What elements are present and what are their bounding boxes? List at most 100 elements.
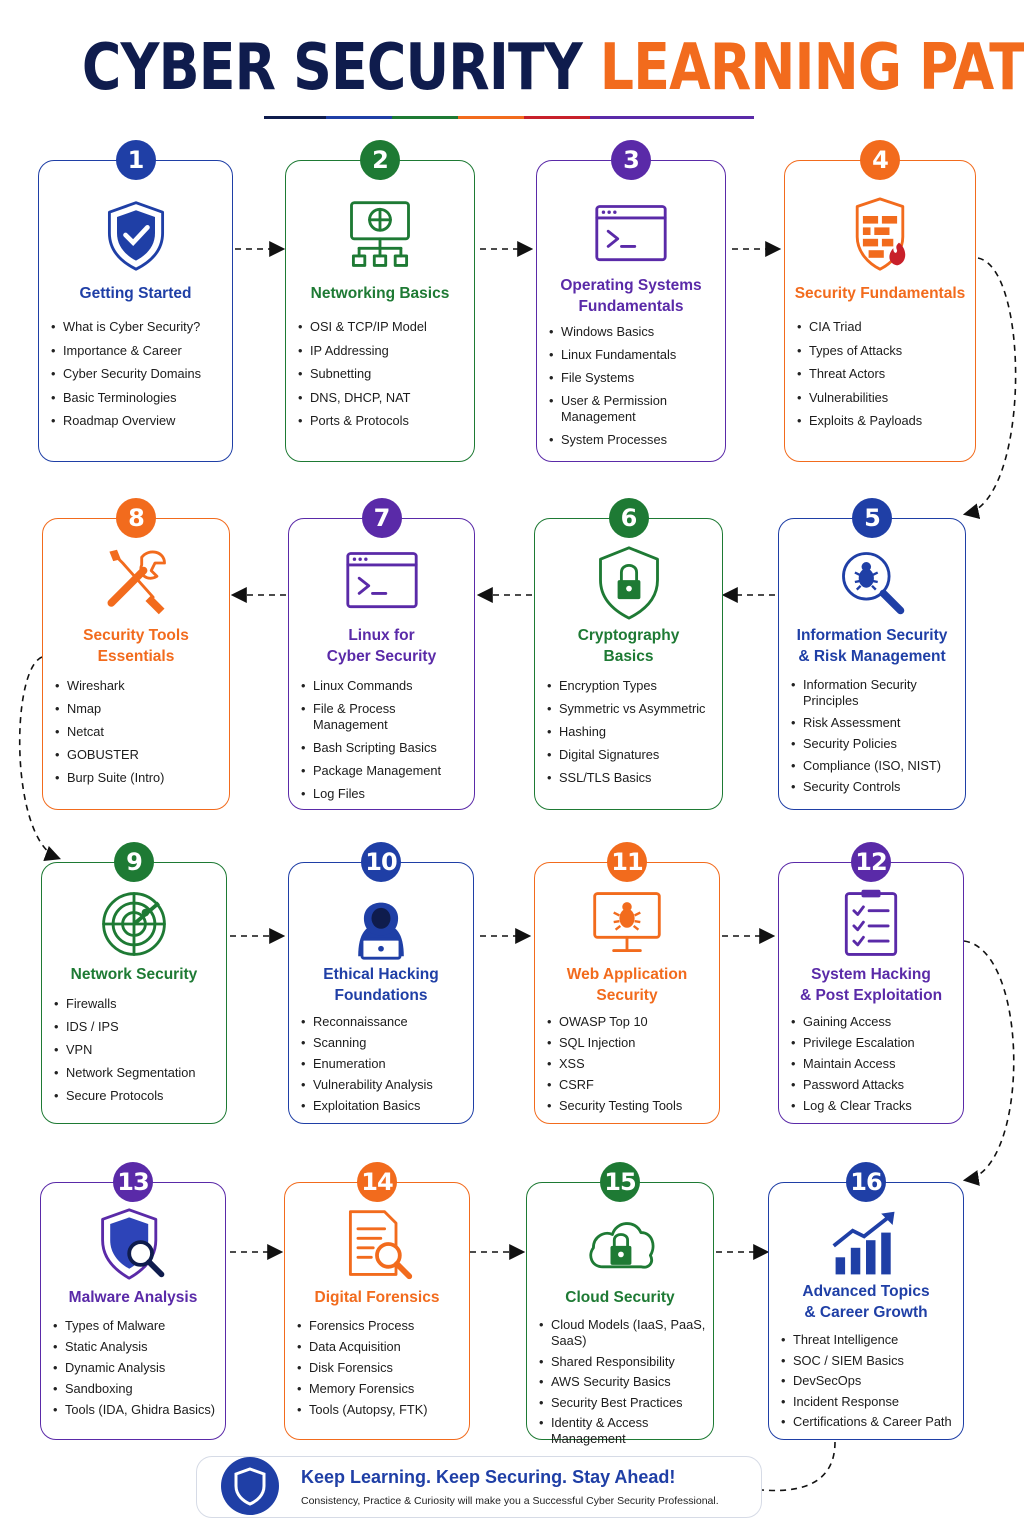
topic-item: Threat Actors	[797, 366, 969, 382]
topic-item: Threat Intelligence	[781, 1332, 957, 1348]
topic-list: Gaining AccessPrivilege EscalationMainta…	[791, 1014, 957, 1119]
footer-heading: Keep Learning. Keep Securing. Stay Ahead…	[301, 1467, 676, 1487]
step-title-line: & Post Exploitation	[799, 987, 943, 1004]
step-title-line: System Hacking	[811, 966, 931, 983]
network-globe-icon	[342, 197, 418, 278]
topic-item: Static Analysis	[53, 1339, 219, 1355]
topic-list: What is Cyber Security? Importance & Care…	[51, 319, 226, 437]
topic-list: Forensics ProcessData AcquisitionDisk Fo…	[297, 1318, 463, 1423]
step-title-line: Cryptography	[577, 627, 680, 644]
topic-item: Vulnerabilities	[797, 390, 969, 406]
page-title: CYBER SECURITY LEARNING PATH	[81, 28, 1024, 108]
step-card-13: Malware AnalysisTypes of MalwareStatic A…	[40, 1182, 226, 1440]
topic-item: Maintain Access	[791, 1056, 957, 1072]
step-badge-2: 2	[360, 140, 400, 180]
topic-item: Network Segmentation	[54, 1065, 220, 1081]
topic-item: Memory Forensics	[297, 1381, 463, 1397]
terminal-window-icon	[593, 197, 669, 278]
topic-item: Importance & Career	[51, 343, 226, 359]
topic-list: OWASP Top 10SQL InjectionXSSCSRFSecurity…	[547, 1014, 713, 1119]
topic-list: FirewallsIDS / IPSVPNNetwork Segmentatio…	[54, 996, 220, 1111]
step-badge-8: 8	[116, 498, 156, 538]
topic-item: Data Acquisition	[297, 1339, 463, 1355]
step-badge-12: 12	[851, 842, 891, 882]
topic-item: Basic Terminologies	[51, 390, 226, 406]
step-title: Advanced Topics & Career Growth	[769, 1281, 963, 1323]
step-card-12: System Hacking & Post ExploitationGaining…	[778, 862, 964, 1124]
step-card-14: Digital ForensicsForensics ProcessData A…	[284, 1182, 470, 1440]
topic-item: Types of Attacks	[797, 343, 969, 359]
step-badge-14: 14	[357, 1162, 397, 1202]
step-title: Information Security& Risk Management	[779, 625, 965, 667]
topic-item: Scanning	[301, 1035, 467, 1051]
topic-item: OWASP Top 10	[547, 1014, 713, 1030]
step-title-line: Cyber Security	[326, 648, 437, 665]
topic-item: Symmetric vs Asymmetric	[547, 701, 716, 717]
step-card-8: Security ToolsEssentialsWiresharkNmapNet…	[42, 518, 230, 810]
topic-item: User & Permission Management	[549, 393, 719, 425]
step-badge-4: 4	[860, 140, 900, 180]
arrow-8-9	[18, 656, 61, 861]
topic-item: What is Cyber Security?	[51, 319, 226, 335]
step-badge-5: 5	[852, 498, 892, 538]
topic-item: Forensics Process	[297, 1318, 463, 1334]
step-title-line: & Career Growth	[804, 1304, 928, 1321]
step-badge-6: 6	[608, 498, 649, 538]
topic-item: Netcat	[55, 724, 223, 740]
step-card-6: CryptographyBasicsEncryption TypesSymmet…	[534, 518, 723, 810]
topic-list: OSI & TCP/IP ModelIP AddressingSubnettin…	[298, 319, 468, 437]
topic-list: Encryption TypesSymmetric vs AsymmetricH…	[547, 678, 716, 793]
step-title-line: Advanced Topics	[802, 1283, 930, 1300]
topic-item: Cloud Models (IaaS, PaaS, SaaS)	[539, 1317, 707, 1349]
topic-item: Digital Signatures	[547, 747, 716, 763]
footer-subtext: Consistency, Practice & Curiosity will m…	[301, 1495, 719, 1507]
step-title: Security Fundamentals	[785, 283, 975, 304]
growth-chart-icon	[828, 1206, 904, 1287]
topic-item: Incident Response	[781, 1394, 957, 1410]
step-title-line: Networking Basics	[310, 285, 450, 302]
topic-item: VPN	[54, 1042, 220, 1058]
footer-banner: Keep Learning. Keep Securing. Stay Ahead…	[196, 1456, 762, 1518]
topic-item: Hashing	[547, 724, 716, 740]
step-title: Cloud Security	[527, 1287, 713, 1308]
step-title-line: & Risk Management	[798, 648, 946, 665]
topic-item: XSS	[547, 1056, 713, 1072]
topic-item: Information Security Principles	[791, 677, 959, 709]
step-title-line: Malware Analysis	[68, 1289, 198, 1306]
shield-magnifier-icon	[95, 1206, 171, 1287]
step-card-11: Web ApplicationSecurityOWASP Top 10SQL I…	[534, 862, 720, 1124]
step-badge-11: 11	[607, 842, 647, 882]
topic-item: Package Management	[301, 763, 468, 779]
topic-item: CIA Triad	[797, 319, 969, 335]
step-card-3: Operating SystemsFundamentalsWindows Bas…	[536, 160, 726, 462]
step-card-5: Information Security& Risk ManagementInf…	[778, 518, 966, 810]
title-part-1: CYBER SECURITY	[81, 31, 583, 105]
monitor-bug-icon	[589, 886, 665, 967]
step-card-16: Advanced Topics & Career GrowthThreat Int…	[768, 1182, 964, 1440]
topic-item: Tools (Autopsy, FTK)	[297, 1402, 463, 1418]
shield-icon	[221, 1457, 279, 1515]
topic-item: Risk Assessment	[791, 715, 959, 731]
radar-icon	[96, 886, 172, 967]
topic-item: Certifications & Career Path	[781, 1414, 957, 1430]
topic-item: Security Testing Tools	[547, 1098, 713, 1114]
topic-item: Firewalls	[54, 996, 220, 1012]
topic-item: Secure Protocols	[54, 1088, 220, 1104]
step-title-line: Operating Systems	[560, 277, 702, 294]
topic-item: DevSecOps	[781, 1373, 957, 1389]
step-title-line: Network Security	[70, 966, 198, 983]
step-card-10: Ethical HackingFoundationsReconnaissance…	[288, 862, 474, 1124]
step-title-line: Ethical Hacking	[323, 966, 439, 983]
topic-item: Exploits & Payloads	[797, 413, 969, 429]
topic-item: Cyber Security Domains	[51, 366, 226, 382]
topic-item: IP Addressing	[298, 343, 468, 359]
terminal-window-icon	[344, 544, 420, 625]
step-title-line: Security Fundamentals	[794, 285, 966, 302]
step-title: System Hacking & Post Exploitation	[779, 964, 963, 1006]
document-search-icon	[339, 1206, 415, 1287]
topic-item: Encryption Types	[547, 678, 716, 694]
step-card-1: Getting StartedWhat is Cyber Security?Im…	[38, 160, 233, 462]
